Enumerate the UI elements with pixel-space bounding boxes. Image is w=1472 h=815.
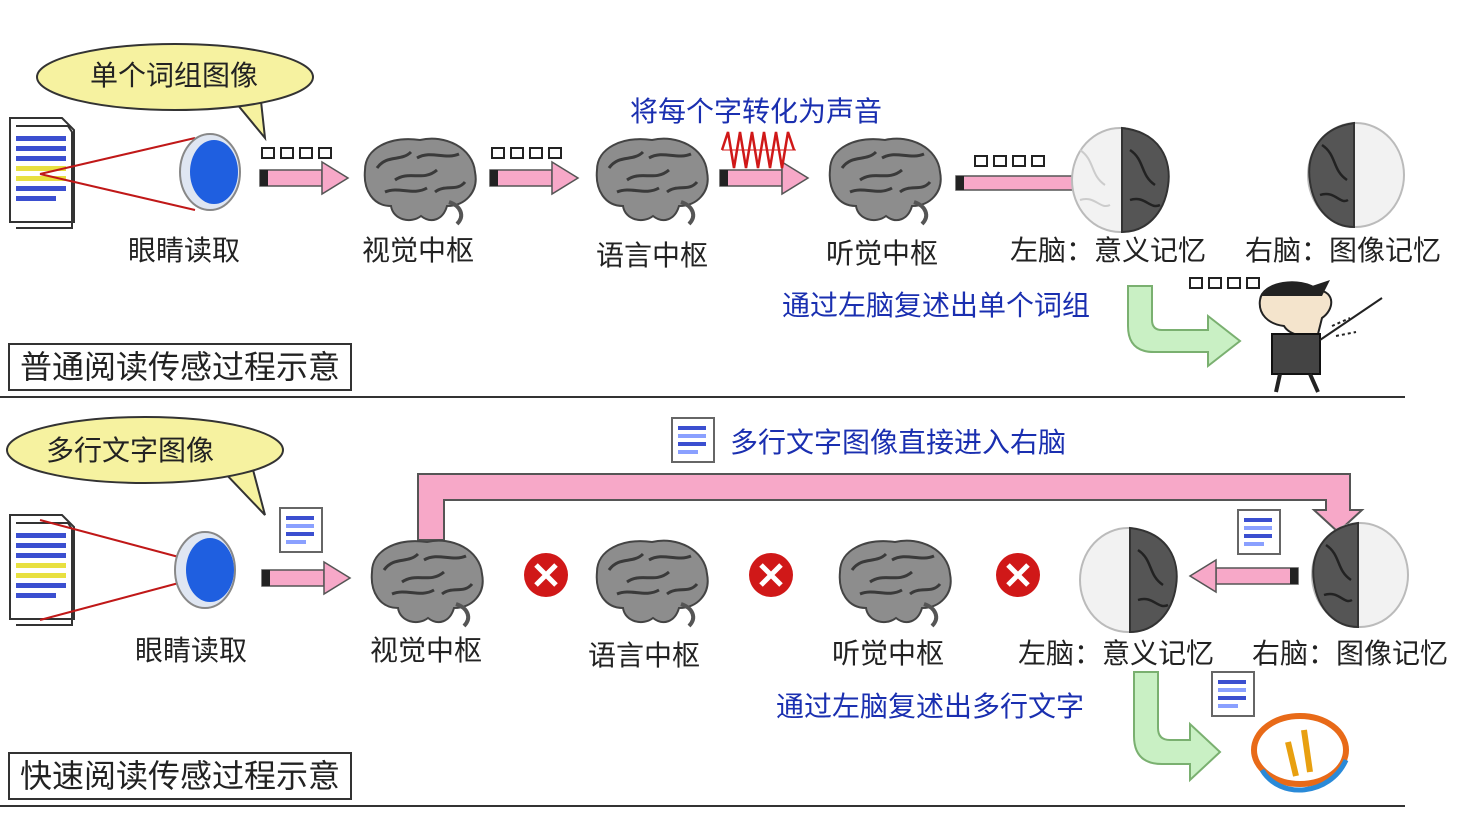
sound-wave-icon xyxy=(720,131,796,169)
brain-icon xyxy=(837,538,953,628)
step-label-auditory-bottom: 听觉中枢 xyxy=(832,637,945,670)
to-sound-label: 将每个字转化为声音 xyxy=(630,95,883,128)
brain-icon xyxy=(827,136,943,226)
green-arrow xyxy=(1133,671,1222,783)
document-icon xyxy=(9,514,75,626)
caption-bottom: 快速阅读传感过程示意 xyxy=(8,752,353,800)
step-label-visual-bottom: 视觉中枢 xyxy=(370,634,483,667)
pink-arrow xyxy=(259,161,349,195)
right-brain-icon xyxy=(1307,121,1405,229)
sight-lines xyxy=(39,519,191,621)
brain-icon xyxy=(594,136,710,226)
left-brain-highlight-icon xyxy=(1071,126,1170,234)
word-squares xyxy=(974,155,1045,167)
blocked-icon xyxy=(749,553,793,597)
caption-top: 普通阅读传感过程示意 xyxy=(8,343,353,391)
eye-icon xyxy=(174,531,236,609)
small-document-icon xyxy=(279,507,323,553)
right-brain-highlight-icon xyxy=(1311,521,1409,629)
speech-bubble-top xyxy=(36,43,314,142)
word-squares xyxy=(261,147,332,159)
recite-label-bottom: 通过左脑复述出多行文字 xyxy=(776,690,1085,723)
bubble-text-top: 单个词组图像 xyxy=(90,59,259,92)
pink-arrow-left xyxy=(1188,558,1299,594)
sight-lines xyxy=(39,137,196,211)
step-label-auditory-top: 听觉中枢 xyxy=(826,237,939,270)
blocked-icon xyxy=(524,553,568,597)
pink-arrow xyxy=(489,161,579,195)
small-document-icon xyxy=(671,417,715,463)
brain-icon xyxy=(362,136,478,226)
step-label-language-bottom: 语言中枢 xyxy=(588,639,701,672)
word-squares xyxy=(491,147,562,159)
pink-arrow xyxy=(261,561,351,595)
step-label-eye-bottom: 眼睛读取 xyxy=(135,634,248,667)
right-brain-label-top: 右脑：图像记忆 xyxy=(1245,234,1442,267)
speaker-person-icon xyxy=(1189,277,1383,393)
small-document-icon xyxy=(1237,509,1281,555)
left-brain-icon xyxy=(1079,526,1178,634)
direct-to-right-brain-arrow xyxy=(417,473,1365,541)
left-brain-label-bottom: 左脑：意义记忆 xyxy=(1018,637,1215,670)
bubble-text-bottom: 多行文字图像 xyxy=(46,434,215,467)
right-brain-label-bottom: 右脑：图像记忆 xyxy=(1252,637,1449,670)
brain-icon xyxy=(369,538,485,628)
green-arrow xyxy=(1127,285,1242,369)
direct-label: 多行文字图像直接进入右脑 xyxy=(730,426,1067,459)
blocked-icon xyxy=(996,553,1040,597)
eye-icon xyxy=(179,133,241,211)
step-label-eye-top: 眼睛读取 xyxy=(128,234,241,267)
step-label-visual-top: 视觉中枢 xyxy=(362,234,475,267)
small-document-icon xyxy=(1211,671,1255,717)
brain-icon xyxy=(594,538,710,628)
step-label-language-top: 语言中枢 xyxy=(596,239,709,272)
speech-bubble-bottom xyxy=(6,416,284,516)
logo-icon xyxy=(1251,713,1349,793)
left-brain-label-top: 左脑：意义记忆 xyxy=(1010,234,1207,267)
recite-label-top: 通过左脑复述出单个词组 xyxy=(782,289,1091,322)
